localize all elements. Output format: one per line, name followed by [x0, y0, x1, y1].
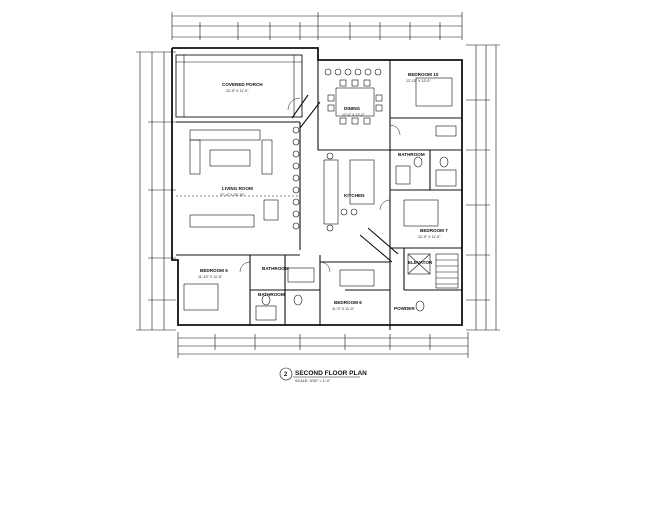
dining-size: 12'-0" X 12'-0" [342, 113, 365, 117]
bedroom-5-size: 11'-10" X 11'-0" [198, 275, 223, 279]
bar-stools-side [292, 126, 300, 230]
bedroom-6-label: BEDROOM 6 [334, 300, 362, 305]
bedroom-7-size: 12'-0" X 11'-0" [418, 235, 441, 239]
covered-porch-label: COVERED PORCH [222, 82, 263, 87]
bathroom-c-label: BATHROOM [258, 292, 285, 297]
living-room-label: LIVING ROOM [222, 186, 253, 191]
bedroom-6-size: 11'-0" X 11'-0" [332, 307, 355, 311]
covered-porch-area [175, 54, 303, 118]
kitchen-island [323, 152, 375, 232]
drawing-title: SECOND FLOOR PLAN [295, 370, 367, 377]
bathroom-b-label: BATHROOM [262, 266, 289, 271]
bedroom-5-label: BEDROOM 5 [200, 268, 228, 273]
bathroom-fixtures [255, 125, 457, 321]
exterior-walls [171, 47, 463, 326]
covered-porch-size: 22'-0" X 11'-0" [226, 89, 249, 93]
drawing-number: 2 [284, 372, 288, 378]
interior-walls [176, 60, 462, 330]
bedroom-10-size: 12'-10" X 13'-0" [406, 79, 431, 83]
bedroom-7-label: BEDROOM 7 [420, 228, 448, 233]
living-room-size: 27'-4" X 25'-10" [220, 193, 245, 197]
title-block [279, 367, 360, 381]
bathroom-a-label: BATHROOM [398, 152, 425, 157]
dining-label: DINING [344, 106, 361, 111]
elevator-label: ELEVATOR [408, 260, 433, 265]
bedroom-10-label: BEDROOM 10 [408, 72, 439, 77]
drawing-scale: SCALE: 3/32" = 1'-0" [295, 379, 331, 383]
powder-label: POWDER [394, 306, 415, 311]
top-dimension-lines [171, 12, 463, 40]
kitchen-label: KITCHEN [344, 193, 365, 198]
diagonal-walls [291, 94, 399, 263]
door-swings [239, 97, 401, 273]
living-room-furniture [176, 129, 300, 228]
bottom-dimension-lines [177, 332, 469, 358]
room-labels: COVERED PORCH 22'-0" X 11'-0" DINING 12'… [198, 72, 448, 311]
left-dimension-lines [136, 51, 176, 331]
dining-table [327, 79, 383, 125]
bar-stools-top [324, 68, 382, 76]
stairs [435, 253, 459, 289]
right-dimension-lines [466, 44, 500, 331]
beds [183, 77, 453, 311]
